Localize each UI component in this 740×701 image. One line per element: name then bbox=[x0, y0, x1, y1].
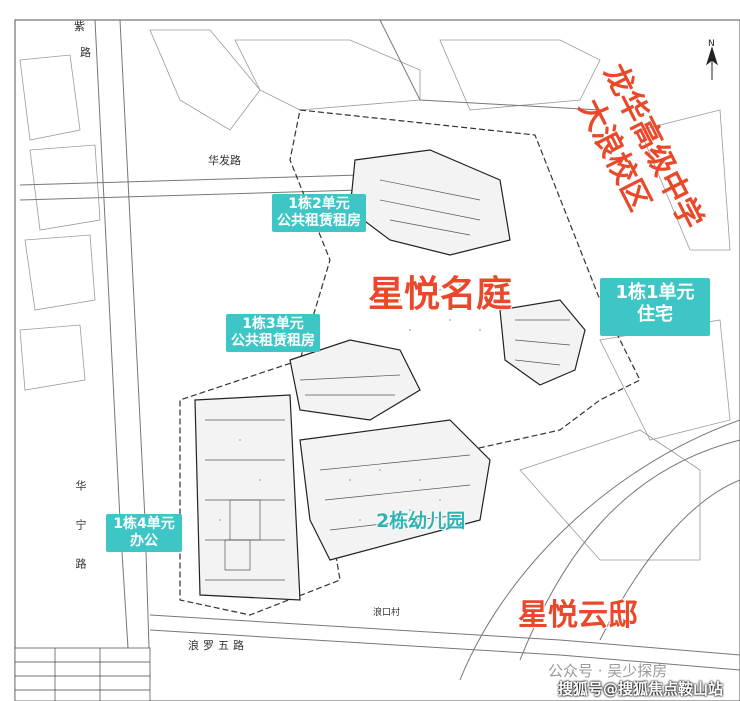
building-details bbox=[205, 179, 571, 581]
road-label-north: 华发路 bbox=[208, 154, 241, 167]
north-arrow-label: N bbox=[708, 39, 715, 49]
building-tag-1-1-line2: 住宅 bbox=[637, 303, 673, 325]
building-footprints bbox=[194, 149, 586, 601]
road-label-west-top: 紫 bbox=[74, 20, 85, 33]
road-label-south: 浪罗五路 bbox=[188, 639, 248, 652]
north-arrow-icon bbox=[706, 46, 718, 80]
building-tag-1-4-line2: 办公 bbox=[130, 532, 158, 549]
building-tag-1-4-line1: 1栋4单元 bbox=[113, 516, 175, 532]
road-label-west: 华宁路 bbox=[74, 480, 87, 597]
ground-texture bbox=[219, 279, 481, 521]
neighbor-project-name: 星悦云邸 bbox=[518, 598, 638, 633]
building-tag-1-1: 1栋1单元 住宅 bbox=[600, 278, 710, 336]
building-tag-1-3-line1: 1栋3单元 bbox=[242, 316, 304, 332]
building-tag-1-3-line2: 公共租赁租房 bbox=[231, 332, 315, 349]
road-lines bbox=[19, 19, 740, 681]
wechat-watermark: 公众号 · 吴少探房 bbox=[548, 662, 668, 680]
building-tag-1-2: 1栋2单元 公共租赁租房 bbox=[272, 194, 366, 232]
building-tag-1-2-line2: 公共租赁租房 bbox=[277, 212, 361, 229]
building-tag-1-1-line1: 1栋1单元 bbox=[615, 282, 695, 303]
building-tag-1-4: 1栋4单元 办公 bbox=[106, 514, 182, 552]
road-label-west-top-2: 路 bbox=[80, 46, 91, 59]
road-label-south-inner: 浪口村 bbox=[373, 608, 401, 618]
building-tag-1-3: 1栋3单元 公共租赁租房 bbox=[226, 314, 320, 352]
title-block bbox=[14, 647, 151, 701]
project-name: 星悦名庭 bbox=[368, 274, 513, 315]
building-label-kindergarten: 2栋幼儿园 bbox=[376, 510, 466, 532]
building-tag-1-2-line1: 1栋2单元 bbox=[288, 196, 350, 212]
sohu-watermark: 搜狐号@搜狐焦点鞍山站 bbox=[558, 680, 724, 698]
